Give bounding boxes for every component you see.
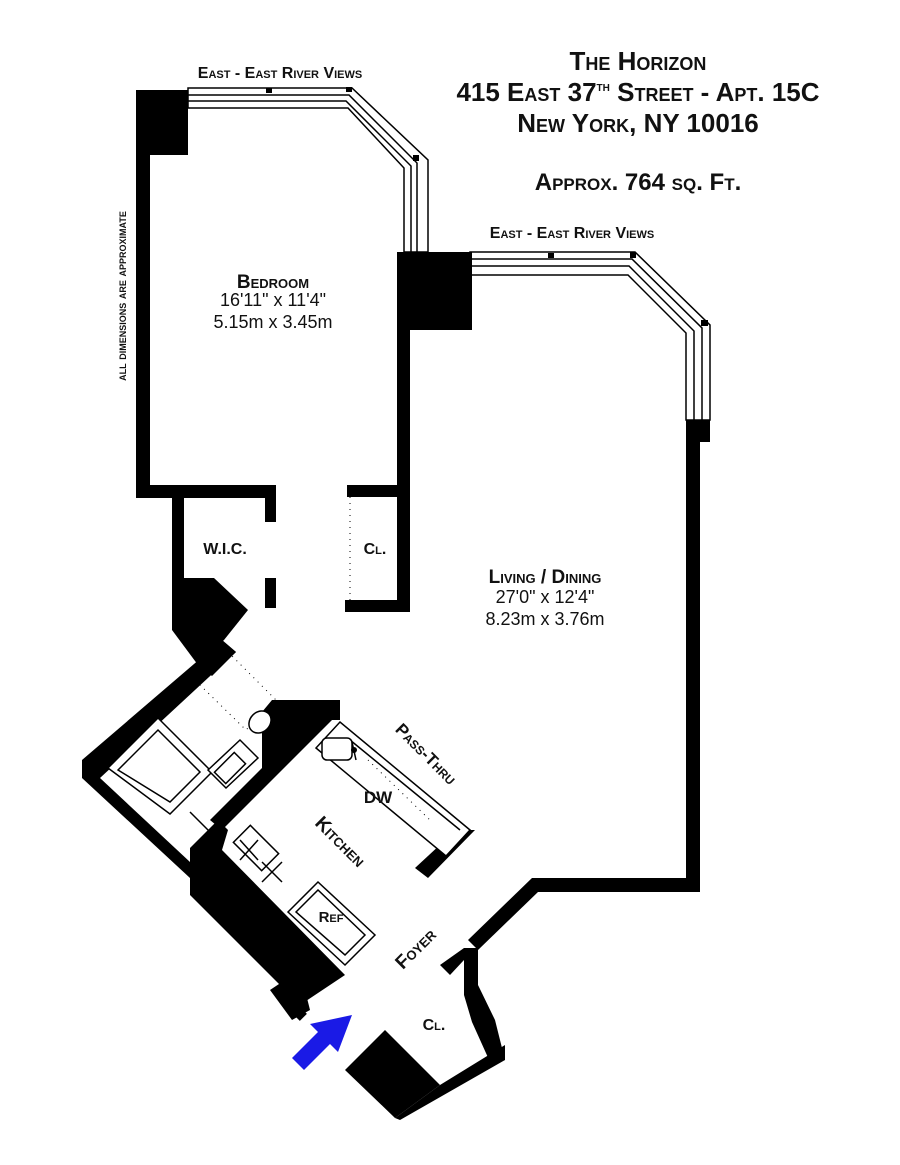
- living-metric: 8.23m x 3.76m: [485, 609, 604, 629]
- wic-label: W.I.C.: [203, 541, 247, 558]
- header: The Horizon 415 East 37th Street - Apt. …: [456, 46, 819, 196]
- bedroom-name: Bedroom: [237, 272, 309, 293]
- refrigerator-label: Ref: [319, 909, 344, 926]
- square-footage: Approx. 764 sq. Ft.: [535, 169, 742, 196]
- address-superscript: th: [597, 78, 610, 94]
- kitchen: [232, 720, 472, 967]
- building-name: The Horizon: [570, 46, 707, 76]
- living-name: Living / Dining: [489, 567, 602, 588]
- kitchen-label: Kitchen: [311, 813, 370, 872]
- foyer-closet-label: Cl.: [423, 1017, 446, 1034]
- view-label-bedroom: East - East River Views: [198, 65, 362, 82]
- walls: [82, 90, 710, 1120]
- living-imperial: 27'0" x 12'4": [496, 587, 595, 607]
- entry-arrow-icon: [292, 1015, 352, 1070]
- foyer-label: Foyer: [392, 924, 442, 974]
- bedroom-window: [187, 87, 429, 253]
- bedroom-label: Bedroom 16'11" x 11'4" 5.15m x 3.45m: [213, 272, 332, 332]
- dishwasher-label: DW: [364, 788, 393, 807]
- bedroom-closet-label: Cl.: [364, 541, 387, 558]
- city-line: New York, NY 10016: [517, 108, 759, 138]
- bedroom-metric: 5.15m x 3.45m: [213, 312, 332, 332]
- living-label: Living / Dining 27'0" x 12'4" 8.23m x 3.…: [485, 567, 604, 629]
- living-window: [469, 251, 711, 421]
- address-prefix: 415 East 37: [456, 77, 596, 107]
- dimensions-disclaimer: all dimensions are approximate: [114, 211, 129, 381]
- view-label-living: East - East River Views: [490, 225, 654, 242]
- address-suffix: Street - Apt. 15C: [610, 77, 820, 107]
- bathroom: [106, 651, 300, 835]
- bedroom-imperial: 16'11" x 11'4": [220, 290, 326, 310]
- address-line: 415 East 37th Street - Apt. 15C: [456, 77, 819, 107]
